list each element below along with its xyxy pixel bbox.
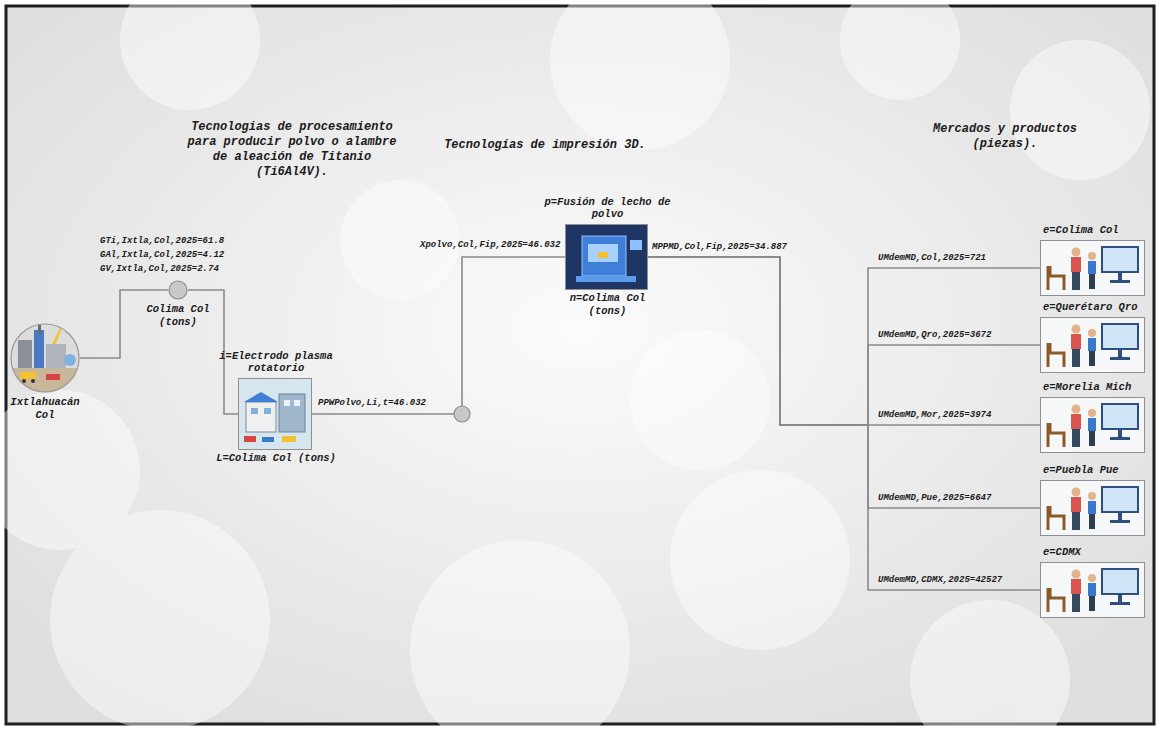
process-box: i=Electrodo plasma rotatorioL=Colima Col… <box>238 378 312 450</box>
demand-value: UMdemMD,Col,2025=721 <box>878 253 986 264</box>
mine-illustration-part-part <box>22 379 26 383</box>
mine-illustration-part-part <box>34 330 44 368</box>
mine-illustration <box>10 323 80 398</box>
market-box: e=Puebla Pue <box>1040 480 1145 536</box>
node-heading: e=CDMX <box>1043 546 1161 559</box>
market-box: e=Morelia Mich <box>1040 397 1145 453</box>
market-box: e=CDMX <box>1040 562 1145 618</box>
printer-illustration-part <box>630 240 642 250</box>
background-bubbles-part <box>630 330 770 470</box>
factory-illustration-part <box>284 400 290 406</box>
background-bubbles-part <box>550 0 730 150</box>
junction-node: Colima Col (tons) <box>168 280 188 300</box>
junction-outline <box>168 280 188 300</box>
node-caption: Colima Col (tons) <box>138 303 218 328</box>
outline-circle <box>169 281 187 299</box>
background-bubbles-part <box>840 0 960 100</box>
node-heading: i=Electrodo plasma rotatorio <box>214 350 338 375</box>
printer-illustration-part <box>576 276 636 282</box>
printer-illustration-part <box>598 252 608 258</box>
market-illustrations-part <box>1040 562 1145 618</box>
mine-illustration-part-part <box>31 379 35 383</box>
factory-illustration-part <box>262 437 274 442</box>
mine-illustration-part-part <box>10 368 80 398</box>
factory-illustration-part <box>294 400 300 406</box>
flow-connector <box>648 257 1040 590</box>
printer-illustration-part <box>588 244 618 262</box>
node-caption: L=Colima Col (tons) <box>206 452 346 465</box>
printer-illustration <box>565 224 648 290</box>
node-heading: e=Colima Col <box>1043 224 1161 237</box>
printer-box: p=Fusión de lecho de polvon=Colima Col (… <box>565 224 648 290</box>
factory-illustration-part <box>244 436 256 442</box>
market-illustrations-part <box>1040 397 1145 453</box>
factory-illustration-part <box>264 408 271 414</box>
mine-illustration-part-part <box>64 354 76 366</box>
factory-illustration <box>238 378 312 450</box>
market-illustrations-part <box>1040 480 1145 536</box>
flow-value: GAl,Ixtla,Col,2025=4.12 <box>100 250 224 261</box>
flow-connector <box>648 257 1040 425</box>
section-heading: Tecnologías de impresión 3D. <box>440 138 650 153</box>
demand-value: UMdemMD,Qro,2025=3672 <box>878 330 991 341</box>
circle-outline <box>10 323 80 393</box>
market-illustrations <box>1040 240 1145 618</box>
section-heading: Tecnologias de procesamiento para produc… <box>177 120 407 180</box>
market-box: e=Colima Col <box>1040 240 1145 296</box>
section-heading: Mercados y productos (piezas). <box>925 122 1085 152</box>
flow-value: GTi,Ixtla,Col,2025=61.8 <box>100 236 224 247</box>
background-bubbles-part <box>410 540 630 731</box>
flow-connector <box>312 257 565 414</box>
background-bubbles-part <box>670 470 850 650</box>
market-box: e=Querétaro Qro <box>1040 317 1145 373</box>
node-heading: e=Puebla Pue <box>1043 464 1161 477</box>
mine-illustration-part-part <box>20 372 36 379</box>
flow-value: PPWPolvo,Li,t=46.032 <box>318 398 426 409</box>
mine-illustration-part <box>10 324 80 398</box>
market-illustrations-part <box>1040 240 1145 296</box>
background-bubbles-part <box>50 510 270 730</box>
background-bubbles-part <box>120 0 260 110</box>
background-bubbles-part <box>1010 40 1150 180</box>
factory-illustration-part <box>246 402 276 432</box>
market-illustrations-part <box>1040 317 1145 373</box>
outline-circle <box>11 324 79 392</box>
demand-value: UMdemMD,CDMX,2025=42527 <box>878 575 1002 586</box>
mine-illustration-part-part <box>18 340 32 368</box>
factory-illustration-part <box>251 408 258 414</box>
flow-connector <box>648 257 1040 425</box>
factory-illustration-part <box>238 378 312 450</box>
flow-connector <box>648 257 1040 425</box>
mine-illustration-part-part <box>52 328 62 344</box>
demand-value: UMdemMD,Pue,2025=6647 <box>878 493 991 504</box>
background-bubbles-part <box>910 600 1070 731</box>
node-heading: e=Querétaro Qro <box>1043 301 1161 314</box>
mine-illustration-part-part <box>46 344 66 368</box>
flow-value: Xpolvo,Col,Fip,2025=46.032 <box>420 240 560 251</box>
factory-illustration-part <box>282 436 296 442</box>
mine-illustration-part-part <box>38 324 41 334</box>
node-heading: p=Fusión de lecho de polvo <box>540 196 676 221</box>
flow-connector <box>648 257 1040 508</box>
node-caption: n=Colima Col (tons) <box>563 292 653 317</box>
mine-site: Ixtlahuacán Col <box>10 323 80 393</box>
flow-value: MPPMD,Col,Fip,2025=34.887 <box>652 242 787 253</box>
mine-illustration-part-part <box>46 374 60 380</box>
demand-value: UMdemMD,Mor,2025=3974 <box>878 410 991 421</box>
factory-illustration-part <box>244 392 278 402</box>
node-caption: Ixtlahuacán Col <box>5 396 85 421</box>
flow-connector <box>80 290 168 358</box>
printer-illustration-part <box>582 236 626 276</box>
junction-dot <box>454 406 470 422</box>
flow-value: GV,Ixtla,Col,2025=2.74 <box>100 264 219 275</box>
printer-illustration-part <box>565 224 648 290</box>
factory-illustration-part <box>279 394 305 432</box>
node-heading: e=Morelia Mich <box>1043 381 1161 394</box>
